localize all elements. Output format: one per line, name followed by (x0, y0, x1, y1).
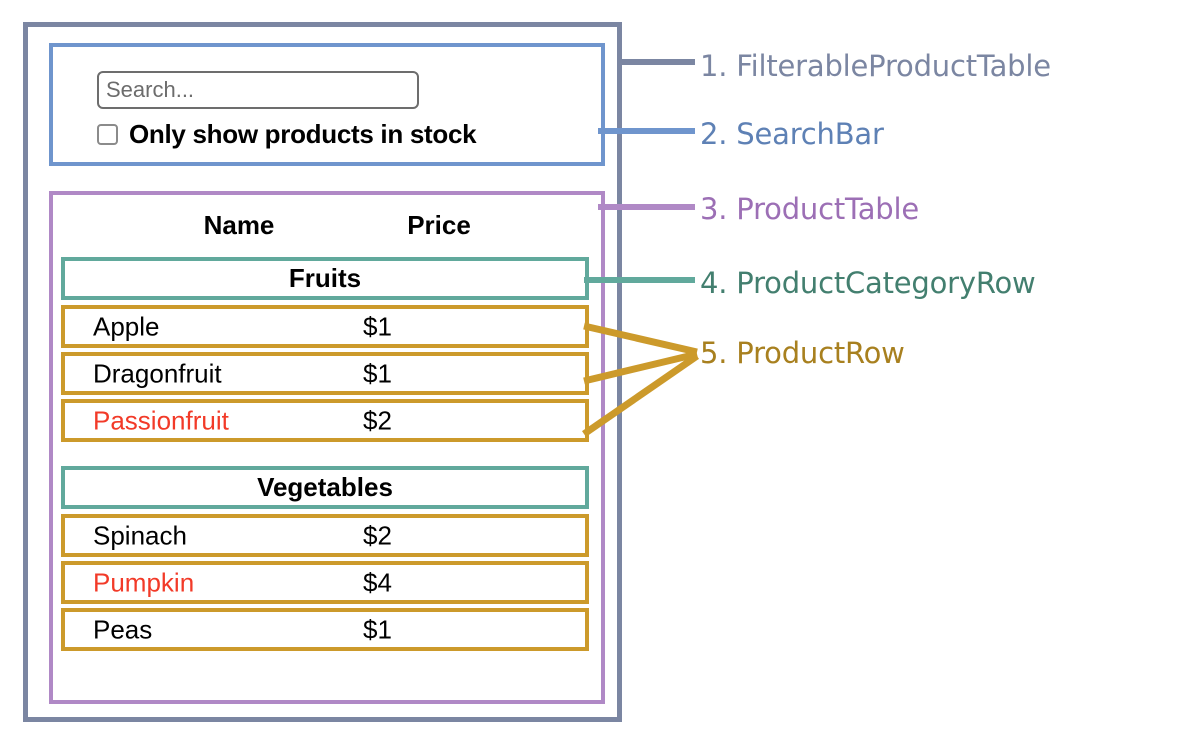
product-category-label: Vegetables (257, 472, 393, 502)
column-header-name: Name (203, 209, 275, 240)
product-row: Spinach $2 (61, 514, 589, 557)
product-name: Passionfruit (93, 405, 229, 435)
filterable-product-table-box: Only show products in stock Name Price F… (23, 22, 622, 722)
search-input[interactable] (97, 71, 419, 109)
legend-item-product-table: 3. ProductTable (700, 192, 919, 226)
product-name: Pumpkin (93, 567, 195, 597)
product-row: Apple $1 (61, 305, 589, 348)
product-price: $4 (363, 567, 392, 597)
product-name: Dragonfruit (93, 358, 222, 388)
product-table-box: Name Price Fruits Apple $1 Dragonfruit $… (49, 191, 605, 704)
product-row: Dragonfruit $1 (61, 352, 589, 395)
product-category-row: Fruits (61, 257, 589, 300)
product-row: Peas $1 (61, 608, 589, 651)
product-price: $2 (363, 520, 392, 550)
legend-item-search-bar: 2. SearchBar (700, 117, 884, 151)
product-price: $2 (363, 405, 392, 435)
legend-item-filterable-product-table: 1. FilterableProductTable (700, 49, 1051, 83)
product-row: Pumpkin $4 (61, 561, 589, 604)
in-stock-checkbox-label: Only show products in stock (129, 119, 477, 149)
product-name: Apple (93, 311, 160, 341)
in-stock-checkbox[interactable] (97, 124, 118, 145)
product-row: Passionfruit $2 (61, 399, 589, 442)
product-price: $1 (363, 614, 392, 644)
product-price: $1 (363, 358, 392, 388)
product-category-label: Fruits (288, 263, 362, 293)
product-name: Spinach (93, 520, 187, 550)
product-name: Peas (93, 614, 153, 644)
legend-item-product-row: 5. ProductRow (700, 336, 905, 370)
product-category-row: Vegetables (61, 466, 589, 509)
product-table-header: Name Price (53, 195, 601, 255)
column-header-price: Price (407, 209, 471, 240)
in-stock-filter-row[interactable]: Only show products in stock (97, 119, 477, 150)
product-price: $1 (363, 311, 392, 341)
search-bar-box: Only show products in stock (49, 43, 605, 166)
product-table-rows: Fruits Apple $1 Dragonfruit $1 Passionfr… (61, 257, 589, 655)
legend-item-product-category-row: 4. ProductCategoryRow (700, 266, 1036, 300)
